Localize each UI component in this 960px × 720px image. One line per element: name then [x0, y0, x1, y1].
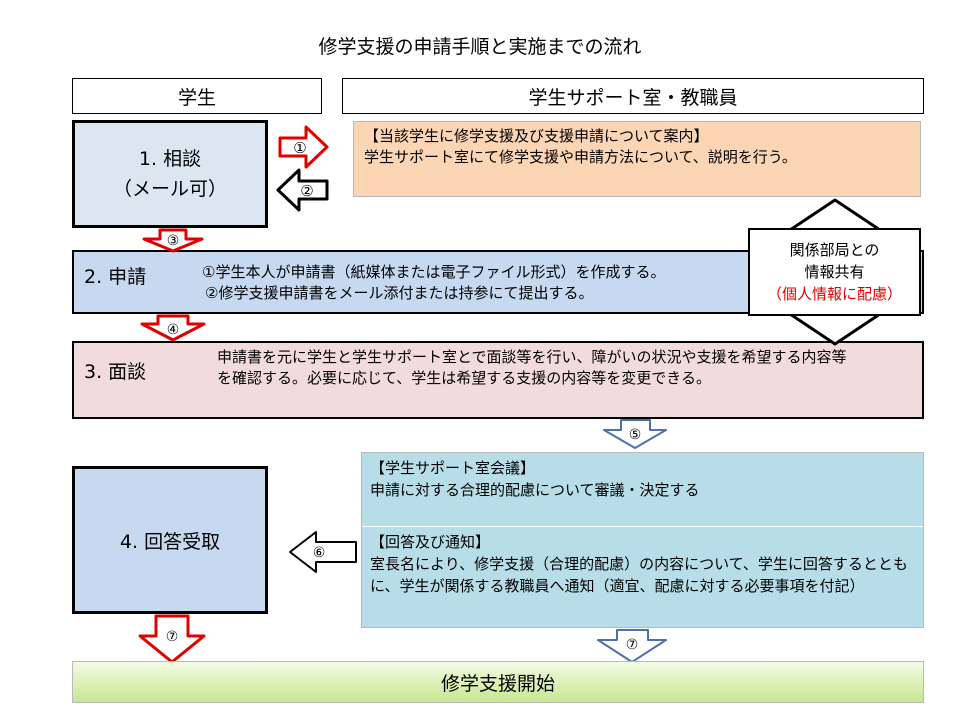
step4-response-box: 4. 回答受取	[72, 466, 268, 614]
arrow-7b-label: ⑦	[626, 637, 639, 653]
arrow-7-left-down: ⑦	[138, 614, 206, 664]
step2-text: ①学生本人が申請書（紙媒体または電子ファイル形式）を作成する。 ②修学支援申請書…	[202, 262, 665, 304]
arrow-1-label: ①	[293, 139, 306, 157]
arrow-6-label: ⑥	[313, 545, 326, 561]
arrow-2-left: ②	[276, 168, 329, 212]
arrow-7a-label: ⑦	[166, 629, 179, 645]
page-title: 修学支援の申請手順と実施までの流れ	[318, 36, 642, 58]
arrow-5-label: ⑤	[629, 427, 642, 443]
support-office-panel: 【学生サポート室会議】 申請に対する合理的配慮について審議・決定する 【回答及び…	[361, 452, 924, 628]
arrow-4-down: ④	[140, 314, 206, 342]
arrow-1-right: ①	[278, 125, 329, 169]
guidance-heading: 【当該学生に修学支援及び支援申請について案内】	[364, 127, 709, 145]
notice-heading: 【回答及び通知】	[370, 533, 491, 551]
arrow-7-right-down: ⑦	[597, 629, 667, 663]
step1-label: 1. 相談	[138, 148, 202, 170]
arrow-2-label: ②	[300, 182, 313, 200]
council-section: 【学生サポート室会議】 申請に対する合理的配慮について審議・決定する	[370, 457, 700, 501]
notice-section: 【回答及び通知】 室長名により、修学支援（合理的配慮）の内容について、学生に回答…	[370, 531, 918, 597]
info-share-box: 関係部局との 情報共有 （個人情報に配慮）	[748, 228, 921, 316]
info-share-line1: 関係部局との	[789, 241, 880, 259]
step3-interview-box: 3. 面談 申請書を元に学生と学生サポート室とで面談等を行い、障がいの状況や支援…	[72, 341, 924, 419]
arrow-3-down: ③	[142, 228, 204, 253]
arrow-6-left: ⑥	[289, 531, 357, 573]
arrow-5-down: ⑤	[603, 419, 667, 449]
panel-divider	[362, 526, 923, 527]
council-body: 申請に対する合理的配慮について審議・決定する	[370, 481, 700, 499]
support-start-box: 修学支援開始	[72, 661, 924, 703]
council-heading: 【学生サポート室会議】	[370, 459, 536, 477]
step2-line1: ①学生本人が申請書（紙媒体または電子ファイル形式）を作成する。	[202, 263, 666, 281]
guidance-box: 【当該学生に修学支援及び支援申請について案内】 学生サポート室にて修学支援や申請…	[353, 121, 921, 197]
column-header-student: 学生	[72, 78, 322, 114]
step1-consultation-box: 1. 相談 （メール可）	[72, 120, 268, 228]
step3-label: 3. 面談	[84, 361, 147, 383]
arrow-3-label: ③	[167, 233, 180, 249]
arrow-4-label: ④	[167, 322, 180, 338]
step3-text: 申請書を元に学生と学生サポート室とで面談等を行い、障がいの状況や支援を希望する内…	[217, 348, 847, 387]
guidance-body: 学生サポート室にて修学支援や申請方法について、説明を行う。	[364, 148, 797, 166]
info-share-line2: 情報共有	[804, 263, 865, 281]
column-header-staff: 学生サポート室・教職員	[342, 78, 924, 114]
step2-label: 2. 申請	[84, 266, 147, 288]
step4-label: 4. 回答受取	[119, 530, 221, 553]
info-share-note: （個人情報に配慮）	[766, 285, 902, 303]
step2-line2: ②修学支援申請書をメール添付または持参にて提出する。	[205, 284, 594, 302]
step1-sublabel: （メール可）	[112, 178, 227, 200]
notice-body: 室長名により、修学支援（合理的配慮）の内容について、学生に回答するとともに、学生…	[370, 555, 908, 595]
